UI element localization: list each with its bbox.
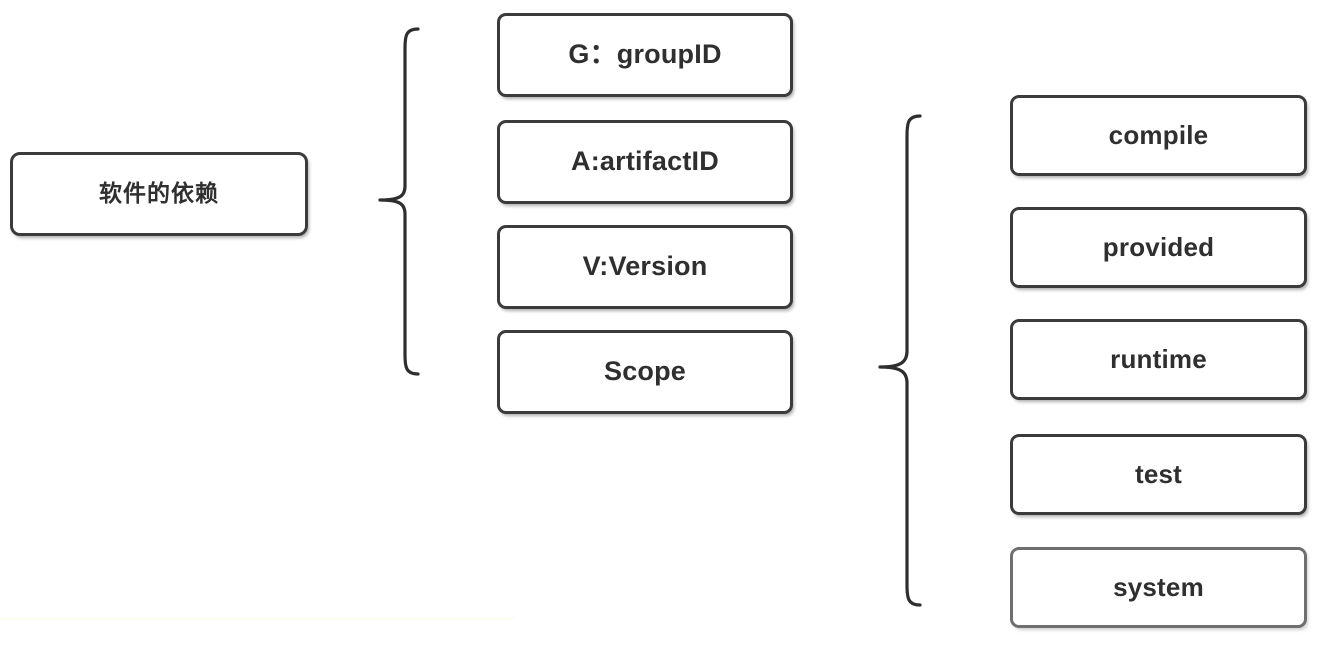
node-group-id[interactable]: G：groupID	[497, 13, 793, 97]
node-label: compile	[1108, 120, 1209, 151]
node-scope-compile[interactable]: compile	[1010, 95, 1307, 176]
scope-values-brace-icon	[870, 112, 940, 612]
faint-divider	[0, 617, 515, 620]
node-scope-test[interactable]: test	[1010, 434, 1307, 515]
node-scope-provided[interactable]: provided	[1010, 207, 1307, 288]
node-label: test	[1134, 459, 1183, 490]
node-label: system	[1113, 572, 1204, 603]
node-scope[interactable]: Scope	[497, 330, 793, 414]
node-artifact-id[interactable]: A:artifactID	[497, 120, 793, 204]
node-scope-runtime[interactable]: runtime	[1010, 319, 1307, 400]
gav-scope-brace-icon	[370, 26, 440, 378]
node-scope-system[interactable]: system	[1010, 547, 1307, 628]
node-label: V:Version	[582, 251, 708, 282]
node-software-dependency[interactable]: 软件的依赖	[10, 152, 308, 236]
node-label: A:artifactID	[571, 146, 719, 177]
node-label: G：groupID	[568, 39, 722, 70]
node-label: runtime	[1110, 344, 1207, 375]
node-version[interactable]: V:Version	[497, 225, 793, 309]
node-label: 软件的依赖	[99, 180, 219, 207]
node-label: provided	[1102, 232, 1215, 263]
node-label: Scope	[603, 356, 687, 387]
